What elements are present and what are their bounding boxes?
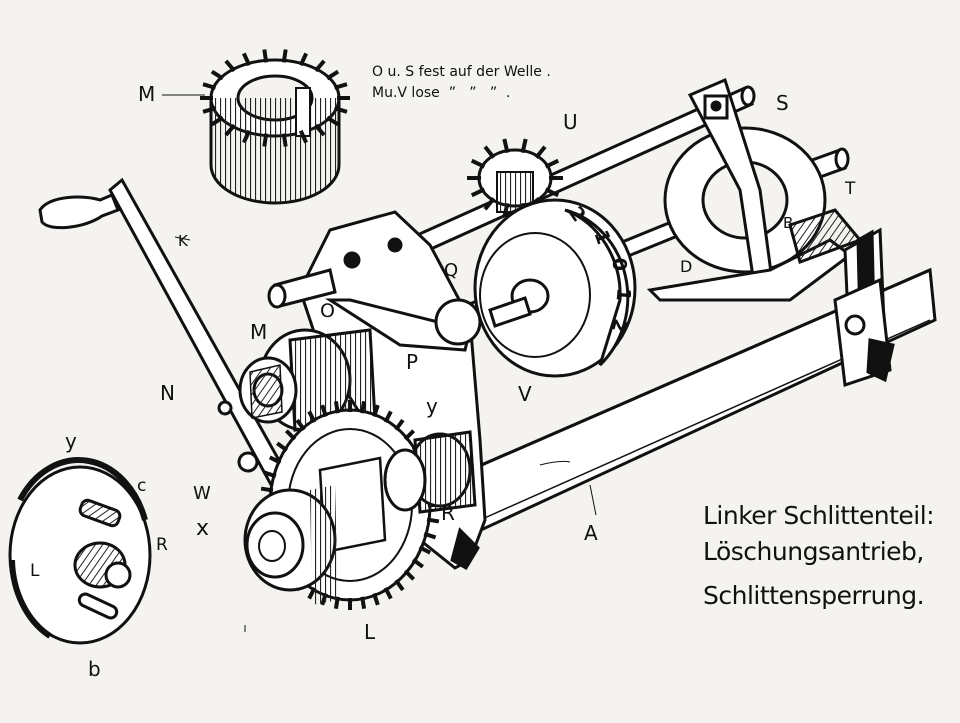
label-x: x [196,516,210,541]
label-d: D [680,257,693,276]
caption-line-2: Löschungsantrieb, [703,537,924,566]
label-y-mid: y [426,394,438,418]
label-y-left: y [65,429,77,453]
gear-l [243,400,440,610]
label-b-small: b [88,657,101,681]
label-m-detail: M [138,82,156,106]
label-n: N [160,381,175,405]
gear-m-detail [200,49,350,205]
label-w: W [193,483,211,504]
counter-digit: 1 [611,286,635,303]
label-c: c [137,476,147,496]
slide-t [833,227,895,388]
label-r-mid: R [441,501,455,525]
label-p: P [406,350,419,374]
caption-line-1: Linker Schlittenteil: [703,501,935,530]
counter-wheel-v [473,198,637,378]
gear-u [467,138,563,218]
label-u: U [563,110,578,134]
caption-line-3: Schlittensperrung. [703,581,925,610]
label-m-pinion: M [250,320,268,344]
label-k: K [178,232,188,250]
gear-m-pinion [238,328,377,432]
label-o: O [320,300,335,322]
label-s: S [776,91,789,115]
frame-s [646,77,863,302]
label-v: V [518,382,532,406]
detail-disc [8,457,152,645]
counter-digit: 0 [607,256,631,273]
shaft-o [267,268,337,309]
label-q: Q [444,260,459,281]
crank-lever-k [38,177,292,495]
gear-r [383,430,477,514]
label-t: T [845,179,856,199]
lever-p [324,298,482,352]
leader-lines [174,236,597,632]
label-l-small: L [30,561,40,581]
note-line-2: Mu.V lose ” ” ” . [372,85,511,101]
label-a: A [584,521,598,545]
label-b: B [783,214,794,232]
label-l: L [364,620,376,644]
label-r-left: R [156,535,168,555]
note-line-1: O u. S fest auf der Welle . [372,64,551,80]
